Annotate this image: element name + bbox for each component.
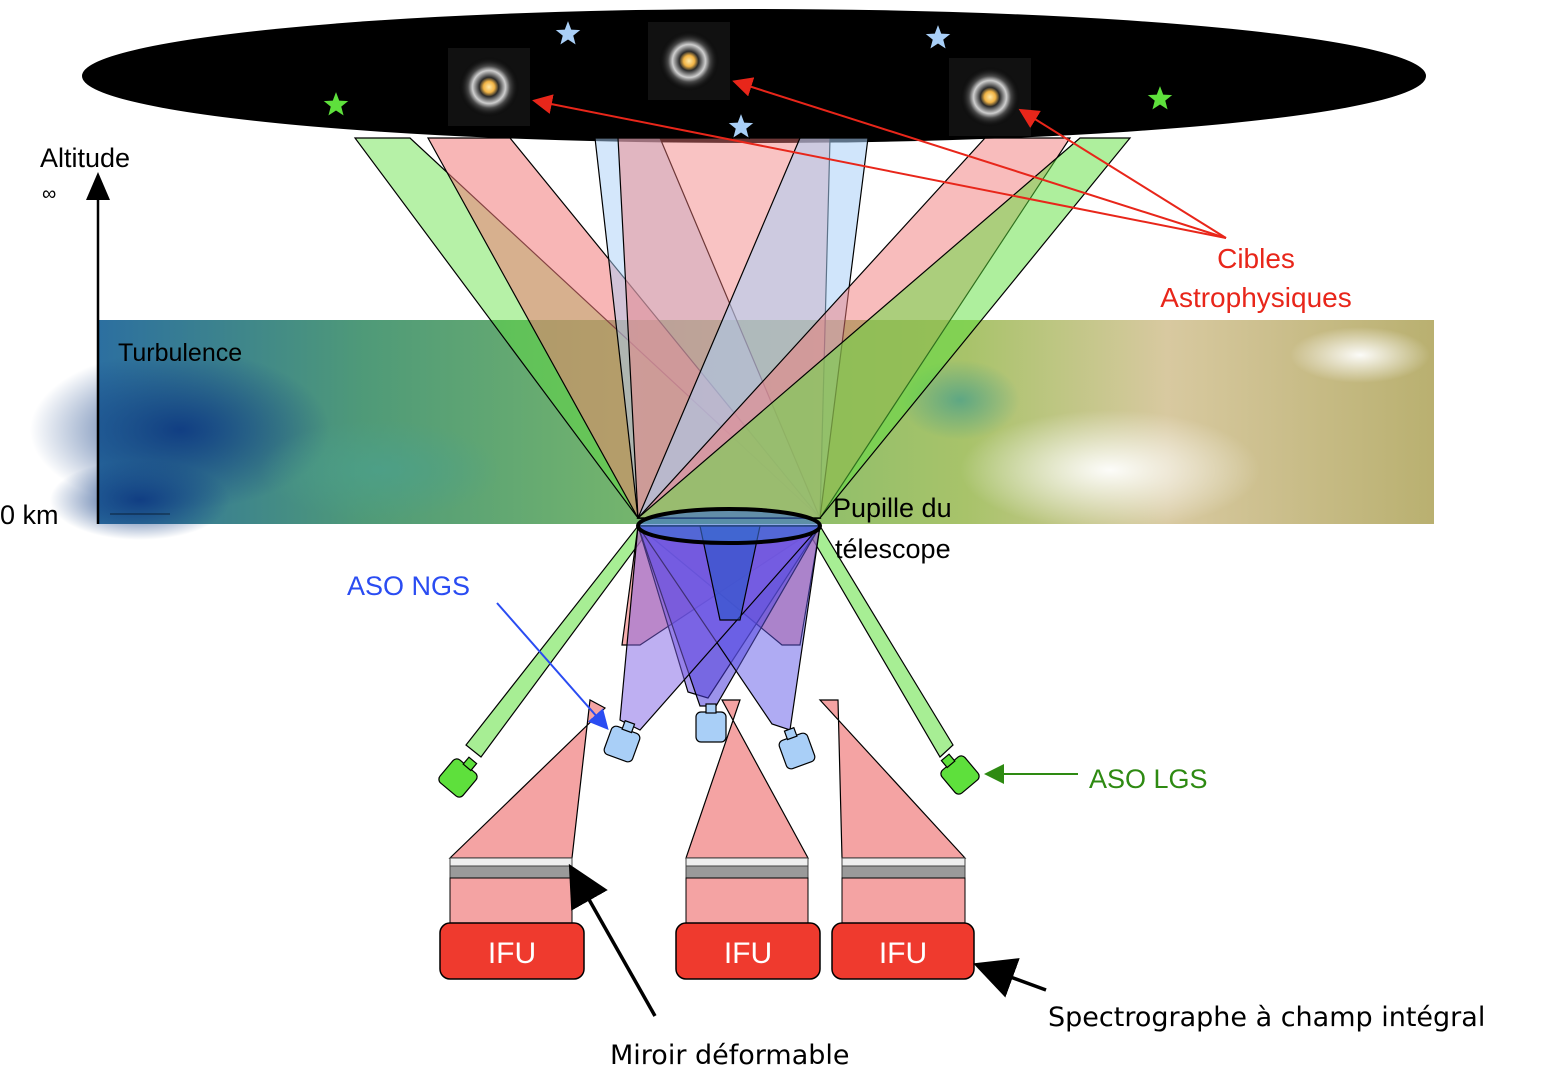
deformable-mirror-callout: Miroir déformable (610, 1040, 850, 1071)
zero-km-label: 0 km (0, 500, 59, 530)
aso-lgs-label: ASO LGS (1089, 764, 1208, 794)
ifu-label: IFU (879, 937, 927, 970)
turbulence-label: Turbulence (118, 339, 242, 367)
ifs-callout: Spectrographe à champ intégral (1048, 1002, 1485, 1033)
galaxy-icon (949, 58, 1031, 136)
galaxy-icon (648, 22, 730, 100)
ifu-unit-2: IFU (675, 857, 821, 980)
targets-label-line2: Astrophysiques (1160, 282, 1351, 313)
lgs-beam-right (636, 137, 1132, 519)
infinity-label: ∞ (42, 183, 56, 205)
blue-star-icon (553, 18, 583, 47)
relay-beams (465, 525, 954, 758)
pupil-label-line2: télescope (835, 534, 951, 564)
deformable-mirror (841, 865, 966, 879)
galaxy-icon (448, 48, 530, 126)
telescope-pupil (636, 507, 822, 545)
wavefront-sensor-icon (438, 756, 478, 798)
deformable-mirror (685, 865, 809, 879)
wavefront-sensor-icon (695, 703, 727, 743)
ifu-box-icon (439, 922, 585, 980)
ifu-label: IFU (724, 937, 772, 970)
aso-ngs-label: ASO NGS (347, 571, 470, 601)
deformable-mirror (449, 865, 573, 879)
blue-star-icon (923, 22, 953, 51)
callout-arrows (496, 77, 1227, 1017)
pupil-label-line1: Pupille du (833, 493, 952, 523)
ifu-units: IFU IFU IFU (439, 857, 975, 980)
ifu-unit-3: IFU (831, 857, 975, 980)
wavefront-sensor-icon (778, 726, 816, 770)
ifu-label: IFU (488, 937, 536, 970)
stars (321, 18, 1175, 140)
wavefront-sensors (438, 703, 980, 798)
light-beams (353, 137, 1132, 519)
altitude-label: Altitude (40, 143, 130, 173)
green-star-icon (1145, 83, 1175, 112)
targets-label-line1: Cibles (1217, 243, 1295, 274)
sky-disk (82, 9, 1426, 143)
wavefront-sensor-icon (940, 753, 980, 795)
blue-star-icon (726, 111, 756, 140)
green-star-icon (321, 89, 351, 118)
ifu-box-icon (675, 922, 821, 980)
altitude-axis (86, 172, 170, 524)
ifu-box-icon (831, 922, 975, 980)
ifu-unit-1: IFU (439, 857, 585, 980)
wavefront-sensor-icon (603, 719, 641, 763)
galaxies (448, 22, 1031, 136)
